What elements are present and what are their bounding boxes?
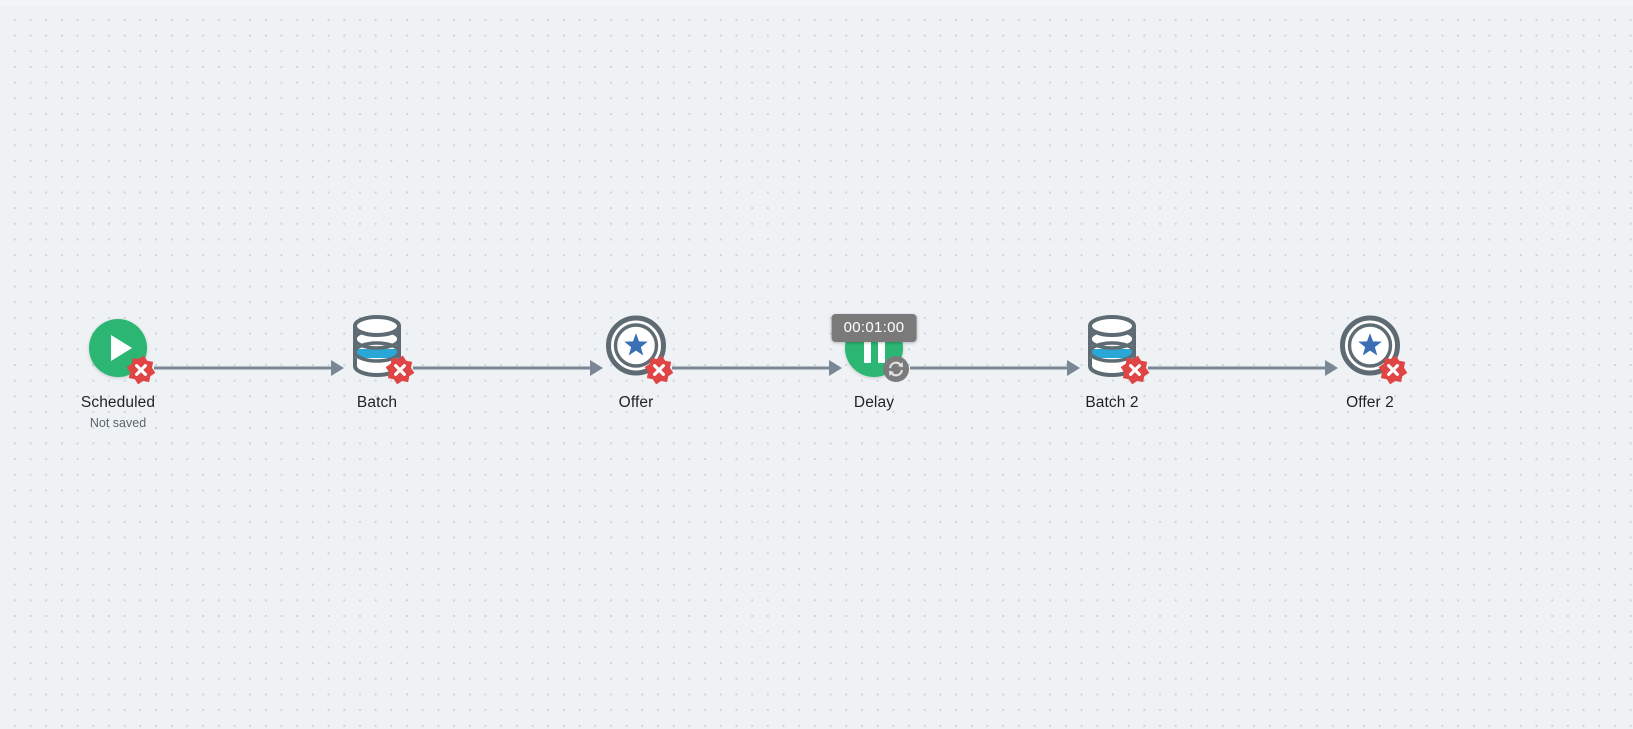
database-icon (347, 314, 407, 383)
node-icon-wrap-delay[interactable]: 00:01:00 (831, 314, 917, 382)
node-label-delay: Delay (853, 394, 895, 411)
node-icon-wrap-offer[interactable] (604, 315, 674, 385)
connector-scheduled-to-batch[interactable] (154, 356, 344, 380)
connector-delay-to-batch-2[interactable] (910, 356, 1080, 380)
workflow-node-batch-2[interactable]: Batch 2 (1027, 314, 1197, 412)
workflow-node-batch[interactable]: Batch (292, 314, 462, 412)
connector-offer-to-delay[interactable] (672, 356, 842, 380)
database-icon (1082, 314, 1142, 383)
workflow-node-offer[interactable]: Offer (551, 315, 721, 412)
play-triangle-icon (110, 335, 132, 361)
error-badge-icon[interactable] (1378, 355, 1408, 385)
connector-batch-2-to-offer-2[interactable] (1148, 356, 1338, 380)
canvas-top-strip (0, 0, 1633, 6)
node-label-scheduled: Scheduled (80, 394, 156, 411)
node-icon-wrap-batch[interactable] (345, 314, 415, 385)
error-badge-icon[interactable] (644, 355, 674, 385)
node-label-batch: Batch (356, 394, 398, 411)
node-icon-wrap-offer-2[interactable] (1338, 315, 1408, 385)
node-label-offer-2: Offer 2 (1346, 394, 1394, 411)
node-sublabel-scheduled: Not saved (89, 415, 147, 430)
node-label-batch-2: Batch 2 (1085, 394, 1139, 411)
offer-target-star-icon (606, 315, 666, 381)
connector-batch-to-offer[interactable] (413, 356, 603, 380)
node-label-offer: Offer (618, 394, 654, 411)
node-icon-wrap-scheduled[interactable] (86, 316, 156, 385)
sync-badge-icon[interactable] (882, 355, 910, 383)
error-badge-icon[interactable] (1120, 355, 1150, 385)
node-icon-wrap-batch-2[interactable] (1080, 314, 1150, 385)
node-tooltip-delay: 00:01:00 (831, 314, 917, 342)
error-badge-icon[interactable] (126, 355, 156, 385)
pause-bars-icon (863, 333, 885, 363)
offer-target-star-icon (1340, 315, 1400, 381)
workflow-node-offer-2[interactable]: Offer 2 (1285, 315, 1455, 412)
error-badge-icon[interactable] (385, 355, 415, 385)
